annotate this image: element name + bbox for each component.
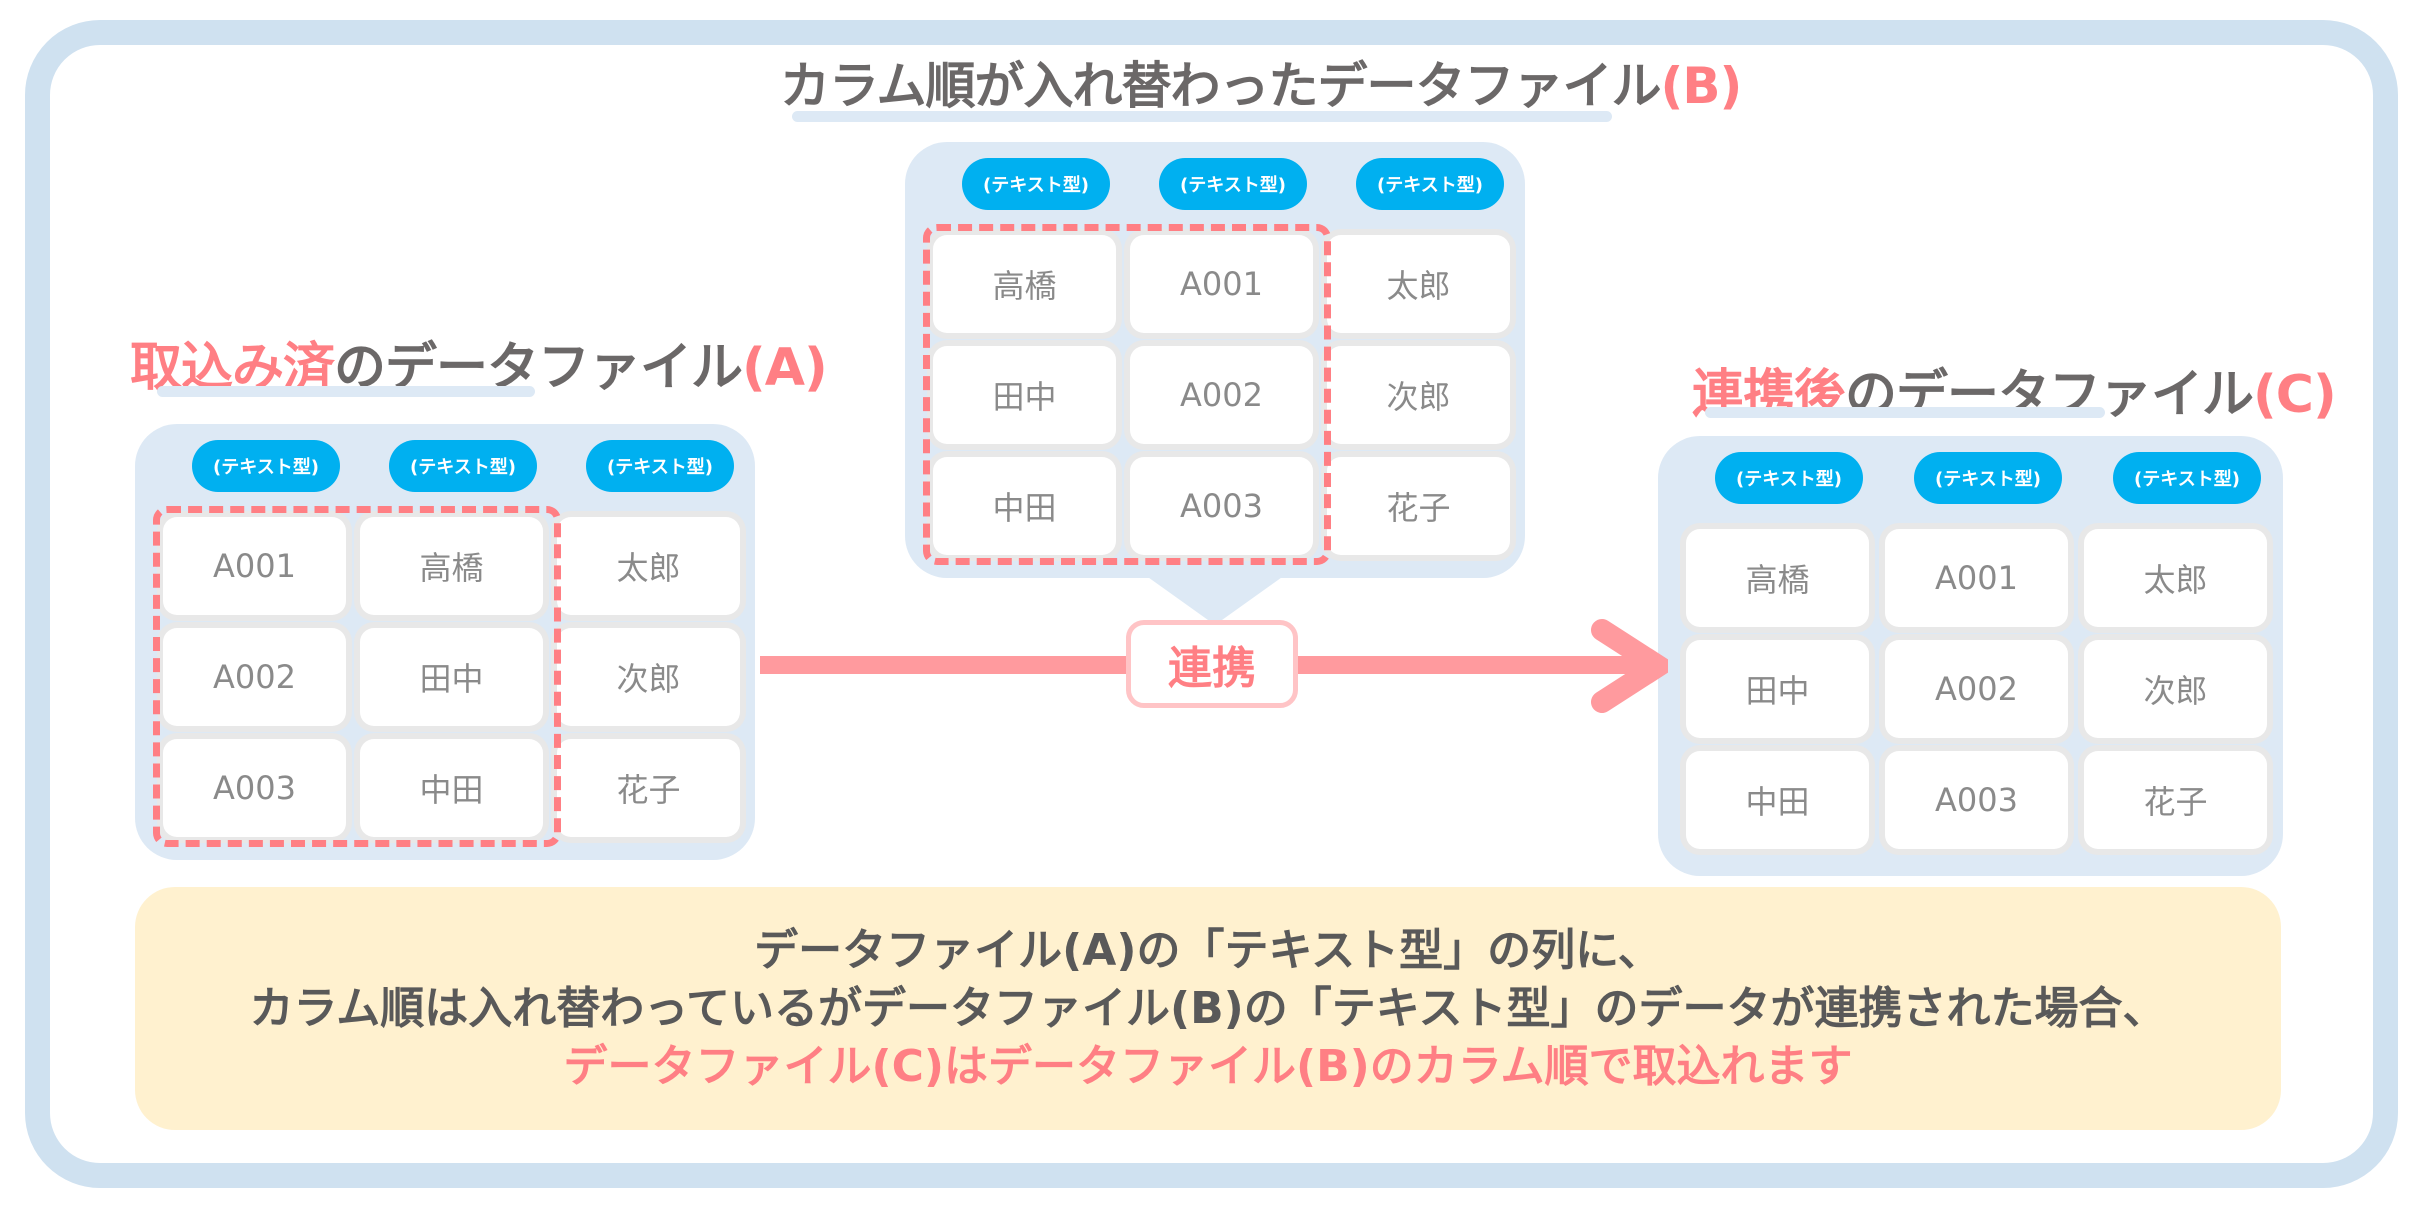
arrow-line-left (760, 656, 1130, 674)
file-a-title-suffix: (A) (742, 338, 828, 398)
table-cell: A003 (163, 739, 346, 837)
table-cell: 次郎 (557, 628, 740, 726)
table-cell: A002 (1885, 640, 2068, 738)
column-type-pill: (テキスト型) (2113, 452, 2261, 504)
table-cell: A003 (1130, 457, 1313, 555)
table-cell: A002 (1130, 346, 1313, 444)
file-a-title-underline (157, 386, 535, 397)
table-cell: 高橋 (1686, 529, 1869, 627)
table-cell: 高橋 (933, 235, 1116, 333)
file-b-title-text: カラム順が入れ替わったデータファイル (780, 57, 1661, 115)
column-type-pill: (テキスト型) (1715, 452, 1863, 504)
table-cell: 太郎 (1327, 235, 1510, 333)
table-cell: A003 (1885, 751, 2068, 849)
table-cell: 高橋 (360, 517, 543, 615)
table-cell: 中田 (1686, 751, 1869, 849)
table-cell: 太郎 (2084, 529, 2267, 627)
file-c-title: 連携後のデータファイル(C) (1692, 352, 2337, 427)
link-label-box: 連携 (1126, 620, 1298, 708)
table-cell: A002 (163, 628, 346, 726)
highlighted-columns-dashed-outline (153, 506, 561, 847)
table-cell: 中田 (360, 739, 543, 837)
column-type-pill: (テキスト型) (192, 440, 340, 492)
highlighted-columns-dashed-outline (923, 224, 1331, 565)
table-cell: 田中 (360, 628, 543, 726)
table-cell: 花子 (1327, 457, 1510, 555)
column-type-pill: (テキスト型) (962, 158, 1110, 210)
file-c-title-underline (1705, 407, 2105, 418)
arrow-line-right (1296, 656, 1646, 674)
table-cell: A001 (1885, 529, 2068, 627)
file-b-pointer (1145, 575, 1285, 625)
table-cell: 太郎 (557, 517, 740, 615)
note-line-2: カラム順は入れ替わっているがデータファイル(B)の「テキスト型」のデータが連携さ… (249, 982, 2167, 1034)
file-b-title-underline (792, 111, 1612, 122)
column-type-pill: (テキスト型) (389, 440, 537, 492)
table-cell: 田中 (933, 346, 1116, 444)
table-cell: 花子 (557, 739, 740, 837)
column-type-pill: (テキスト型) (1159, 158, 1307, 210)
table-cell: 田中 (1686, 640, 1869, 738)
table-cell: 花子 (2084, 751, 2267, 849)
note-line-1: データファイル(A)の「テキスト型」の列に、 (754, 924, 1662, 976)
table-cell: 次郎 (2084, 640, 2267, 738)
table-cell: A001 (163, 517, 346, 615)
table-cell: A001 (1130, 235, 1313, 333)
column-type-pill: (テキスト型) (1914, 452, 2062, 504)
file-b-title-suffix: (B) (1660, 57, 1743, 115)
file-b-title: カラム順が入れ替わったデータファイル(B) (780, 46, 1743, 118)
column-type-pill: (テキスト型) (1356, 158, 1504, 210)
column-type-pill: (テキスト型) (586, 440, 734, 492)
arrow-head-icon (1591, 619, 1668, 713)
table-cell: 次郎 (1327, 346, 1510, 444)
file-c-title-suffix: (C) (2253, 365, 2337, 425)
note-line-3: データファイル(C)はデータファイル(B)のカラム順で取込れます (563, 1040, 1853, 1092)
table-cell: 中田 (933, 457, 1116, 555)
explanation-note: データファイル(A)の「テキスト型」の列に、 カラム順は入れ替わっているがデータ… (135, 887, 2281, 1130)
